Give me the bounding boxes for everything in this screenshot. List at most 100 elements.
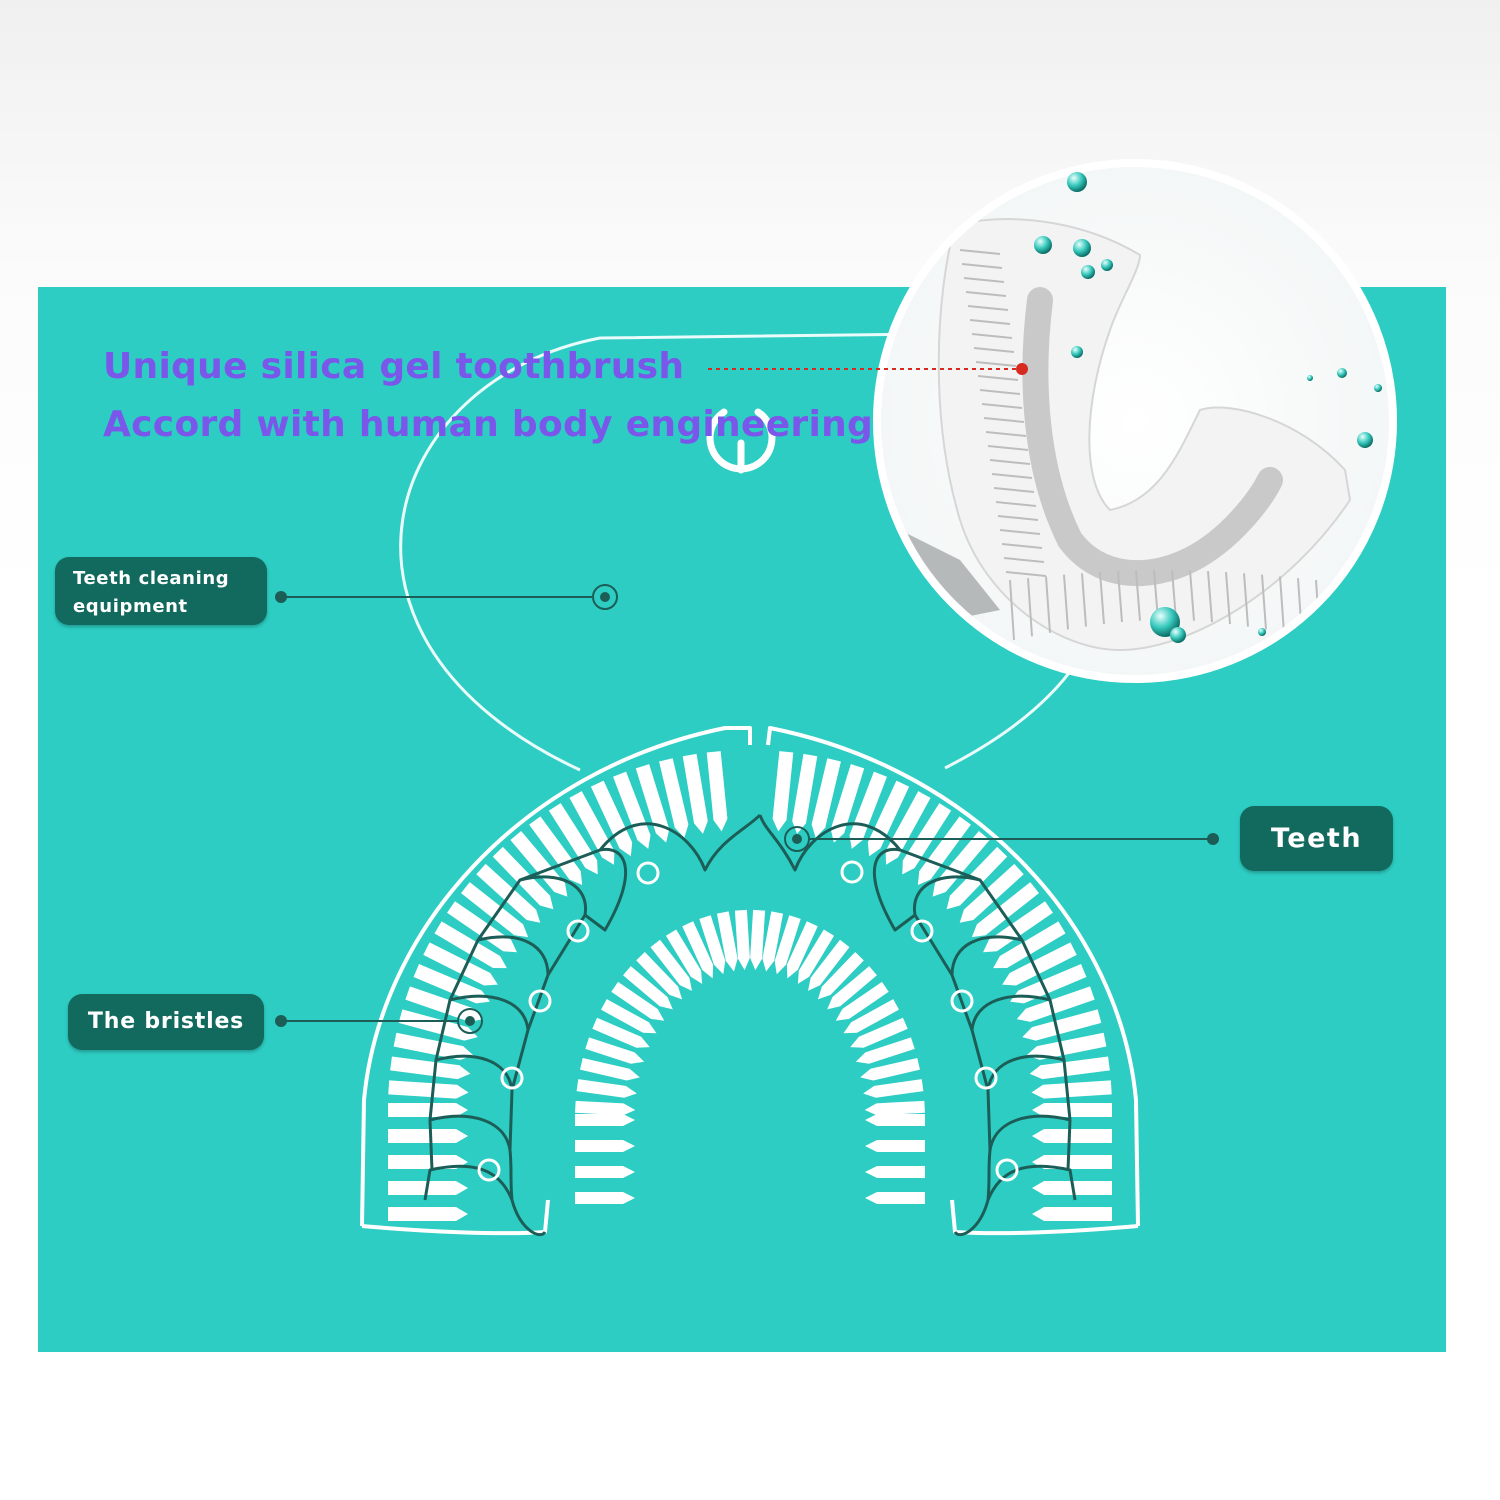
photo-bristle <box>965 291 1007 297</box>
photo-bristle <box>985 431 1027 437</box>
headline-line-1: Unique silica gel toothbrush <box>103 346 685 387</box>
bristle <box>797 929 835 984</box>
photo-bristle <box>1279 576 1285 633</box>
photo-bristle <box>971 333 1013 339</box>
bristle <box>665 929 703 984</box>
bristle <box>1016 986 1095 1022</box>
photo-bristle <box>969 319 1011 325</box>
bristle <box>843 999 899 1034</box>
callout-teeth: Teeth <box>1240 806 1393 871</box>
bristle <box>434 921 507 969</box>
bristle <box>388 1103 468 1117</box>
photo-bristle <box>993 487 1035 493</box>
bristle <box>971 882 1039 938</box>
bristle <box>750 909 766 971</box>
bristle <box>706 751 728 832</box>
bristle <box>865 1114 925 1126</box>
photo-bristle <box>1027 578 1033 637</box>
bristle <box>855 1037 915 1064</box>
bristle <box>811 758 841 838</box>
photo-bristle <box>963 277 1005 283</box>
bristle <box>1010 964 1087 1004</box>
bristle <box>983 901 1053 953</box>
bristle <box>808 939 850 991</box>
photo-bristle <box>995 501 1037 507</box>
bristle <box>635 764 670 843</box>
bristle <box>860 1057 920 1081</box>
bristle <box>817 952 864 1000</box>
photo-bristle <box>1243 573 1249 627</box>
bristle <box>390 1056 471 1080</box>
tooth-rings <box>477 860 1019 1182</box>
photo-bristle <box>981 403 1023 409</box>
photo-bristle <box>959 249 1001 255</box>
bristle <box>659 758 689 838</box>
bristle <box>611 981 665 1021</box>
bristle <box>865 1140 925 1152</box>
handle-outline <box>399 330 1101 772</box>
callout-teeth-cleaning-equipment: Teeth cleaning equipment <box>55 557 267 625</box>
bristle <box>576 1079 637 1098</box>
photo-bristle <box>961 263 1003 269</box>
bristle <box>580 1057 640 1081</box>
bristle <box>413 964 490 1004</box>
bristle <box>575 1166 635 1178</box>
handle-outline-right <box>944 664 1077 770</box>
bubble-outside <box>1067 172 1087 192</box>
photo-bristle <box>1117 570 1123 623</box>
bristles-connector <box>275 1008 483 1034</box>
headline-line-2: Accord with human body engineering <box>103 404 874 445</box>
bristle <box>830 764 865 843</box>
bristle <box>993 921 1066 969</box>
bristle <box>476 863 541 923</box>
bristle <box>1032 1129 1112 1143</box>
bristle <box>575 1192 635 1204</box>
photo-bristle <box>997 515 1039 521</box>
bristle <box>510 831 568 897</box>
bristle <box>1032 1207 1112 1221</box>
bristle <box>388 1207 468 1221</box>
bristle <box>575 1100 636 1116</box>
bristle <box>1002 942 1077 986</box>
power-icon <box>706 408 776 474</box>
bristle <box>636 952 683 1000</box>
photo-bristle <box>1135 570 1141 621</box>
bristle <box>1022 1009 1102 1041</box>
bristle <box>772 751 794 832</box>
equipment-connector <box>275 584 618 610</box>
bristle <box>849 771 887 849</box>
bristle <box>393 1032 474 1060</box>
photo-bristle <box>979 389 1021 395</box>
bristle <box>932 831 990 897</box>
bristle <box>716 911 738 972</box>
bristle <box>867 780 910 857</box>
bristle <box>792 753 818 834</box>
photo-bristle <box>1003 557 1045 563</box>
u-shaped-toothbrush-photo <box>873 159 1397 683</box>
bristle <box>850 1017 908 1048</box>
photo-bristle <box>1261 574 1267 630</box>
bristle <box>585 1037 645 1064</box>
photo-bristle <box>1081 573 1087 627</box>
bristle <box>917 816 971 885</box>
photo-bristle <box>991 473 1033 479</box>
photo-bristle <box>1099 571 1105 625</box>
photo-bristle <box>973 347 1015 353</box>
bristle <box>1031 1080 1112 1099</box>
inner-bristles <box>575 909 925 1204</box>
photo-bristle <box>975 361 1017 367</box>
bristle <box>461 882 529 938</box>
photo-bristle <box>1225 571 1231 625</box>
bristle <box>786 921 818 979</box>
bristle <box>865 1192 925 1204</box>
teeth-connector <box>784 826 1219 852</box>
bristle <box>865 1166 925 1178</box>
bristle <box>447 901 517 953</box>
photo-bristle <box>1063 574 1069 630</box>
bristle <box>388 1080 469 1099</box>
teeth-outline <box>423 813 1077 1237</box>
photo-bristle <box>967 305 1009 311</box>
bristle <box>592 1017 650 1048</box>
bristle <box>835 981 889 1021</box>
photo-bristle <box>1207 570 1213 623</box>
